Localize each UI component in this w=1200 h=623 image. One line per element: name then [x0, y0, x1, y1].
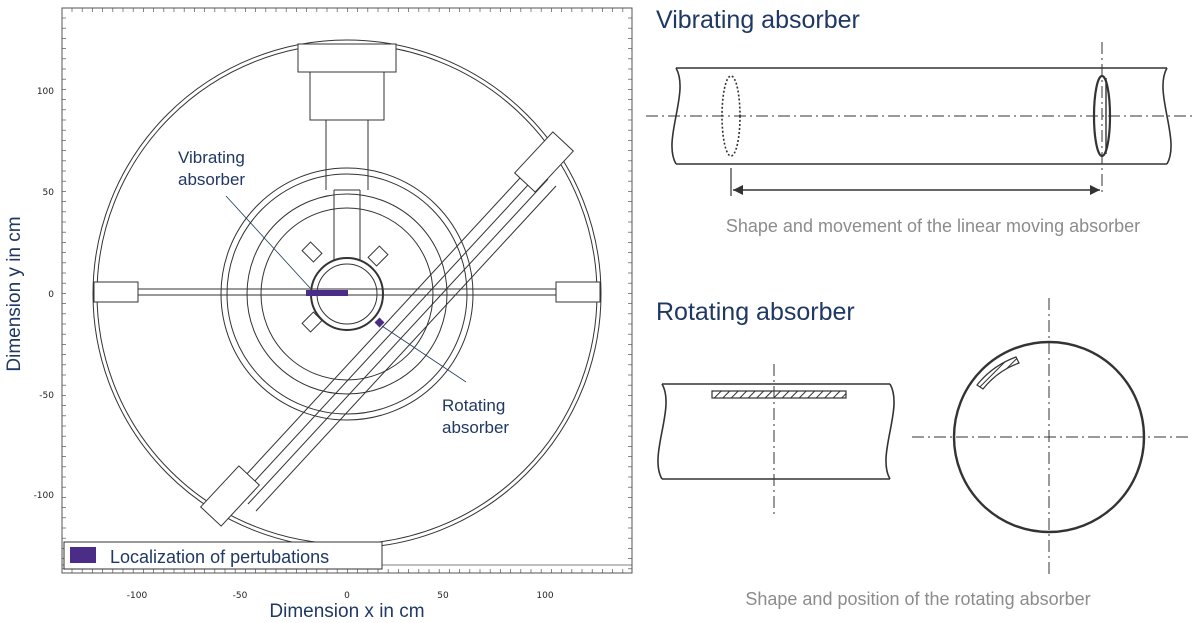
core-outer-circle — [246, 193, 448, 395]
top-neck-block — [309, 71, 385, 121]
left-port-block — [93, 281, 139, 303]
y-axis-title: Dimension y in cm — [4, 216, 25, 371]
rotating-perturbation-marker — [374, 317, 385, 328]
rot-pipe-right-break — [885, 383, 895, 480]
reflector-inner-circle — [226, 173, 468, 415]
y-tick-label: -100 — [34, 491, 55, 501]
vibrating-leader-line — [225, 195, 311, 289]
rotating-annotation-line1: Rotating — [442, 396, 505, 415]
vibrating-absorber-panel: Vibrating absorber Shape and movement of… — [646, 6, 1196, 236]
x-axis-title: Dimension x in cm — [269, 601, 424, 622]
rotating-absorber-panel: Rotating absorber Shape and position of … — [656, 298, 1188, 609]
legend-swatch — [70, 547, 96, 563]
rotating-caption: Shape and position of the rotating absor… — [745, 589, 1090, 609]
channel-square-ll — [301, 311, 323, 333]
x-tick-label: -100 — [127, 591, 148, 601]
rotating-leader-line — [381, 325, 467, 383]
y-tick-label: -50 — [39, 391, 54, 401]
rotating-absorber-strip-side — [711, 390, 847, 399]
channel-square-ul — [301, 241, 323, 263]
right-port-block — [555, 281, 601, 303]
x-tick-label: 0 — [344, 591, 350, 601]
upper-right-port-block — [513, 131, 575, 193]
x-tick-label: 50 — [437, 591, 449, 601]
lower-left-port-block — [199, 465, 261, 527]
y-tick-label: 0 — [48, 290, 54, 300]
reactor-plot: Vibrating absorber Rotating absorber Loc… — [4, 7, 633, 622]
reflector-circle — [220, 167, 474, 421]
channel-square-ur — [367, 245, 389, 267]
rot-pipe-left-break — [657, 383, 667, 480]
legend-label: Localization of pertubations — [110, 547, 329, 567]
plot-frame — [61, 7, 633, 574]
vibrating-annotation-line2: absorber — [178, 170, 245, 189]
vibrating-perturbation-marker — [306, 290, 348, 296]
rotating-absorber-strip-section — [976, 356, 1020, 390]
x-tick-label: 100 — [536, 591, 553, 601]
vibrating-caption: Shape and movement of the linear moving … — [726, 216, 1140, 236]
rotating-title: Rotating absorber — [656, 298, 855, 326]
core-circle — [260, 207, 434, 381]
y-tick-label: 50 — [43, 188, 55, 198]
rotating-annotation-line2: absorber — [442, 418, 509, 437]
vibrating-annotation-line1: Vibrating — [178, 148, 245, 167]
pipe-right-break — [1162, 67, 1172, 165]
vibrating-title: Vibrating absorber — [656, 6, 860, 34]
y-tick-label: 100 — [37, 87, 54, 97]
top-head-block — [297, 43, 397, 73]
movement-arrow-right-head — [1090, 185, 1100, 195]
x-tick-label: -50 — [233, 591, 248, 601]
legend-box — [63, 541, 383, 570]
movement-arrow-left-head — [733, 185, 743, 195]
